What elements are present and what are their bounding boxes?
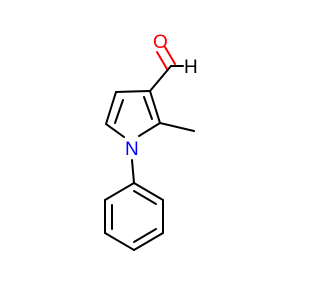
atom-oxygen-label: O — [153, 32, 168, 53]
bond-c5-n — [105, 123, 125, 138]
bond-c4-c5-inner — [114, 99, 124, 124]
bond-co-b — [156, 51, 168, 70]
atom-hydrogen-label: H — [184, 57, 198, 78]
bond-c2-c3-inner — [143, 96, 153, 120]
bond-ph-4-inner — [133, 228, 157, 243]
bond-c2-methyl — [159, 122, 195, 132]
bond-co-a — [164, 46, 176, 65]
bond-c2-c3 — [149, 90, 161, 124]
bond-ph-6-inner — [133, 190, 157, 205]
bond-ph-4 — [133, 232, 164, 251]
bond-cho-c3 — [149, 65, 172, 92]
bond-ph-6 — [133, 182, 164, 201]
atom-nitrogen-label: N — [125, 139, 139, 160]
structure-canvas: O H N — [104, 32, 198, 251]
molecule-structure: O H N — [104, 32, 198, 251]
bond-c4-c5 — [105, 91, 117, 125]
bond-c3-c4 — [115, 90, 151, 93]
bond-n-c2 — [138, 122, 161, 137]
bond-n-phenyl — [131, 159, 135, 184]
bond-ph-1 — [104, 182, 135, 201]
bond-ph-3 — [104, 232, 135, 251]
